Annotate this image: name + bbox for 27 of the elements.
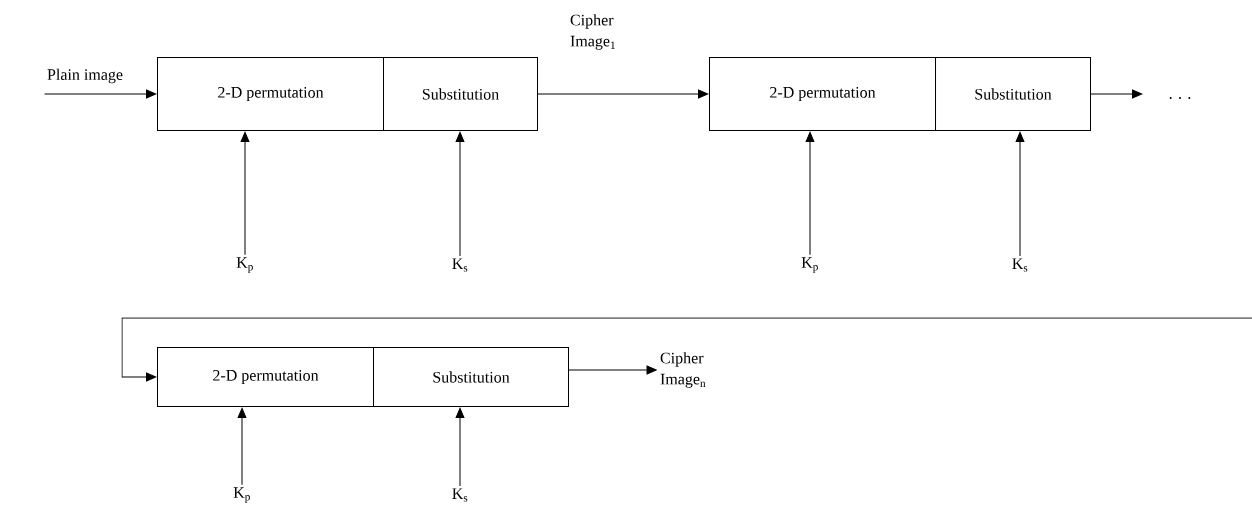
process-box: 2-D permutation	[157, 57, 384, 131]
process-box: 2-D permutation	[709, 57, 936, 131]
arrow	[44, 89, 157, 99]
process-box: Substitution	[383, 57, 538, 131]
key-label: K$_{p}$	[233, 487, 250, 503]
arrow	[568, 365, 657, 375]
process-box: Substitution	[935, 57, 1091, 131]
arrow	[1090, 89, 1143, 99]
key-label: K$_{s}$	[1012, 258, 1028, 272]
arrow	[1015, 131, 1025, 257]
arrow	[240, 131, 250, 256]
arrow	[455, 407, 465, 487]
process-box: 2-D permutation	[157, 347, 374, 407]
edge-label: Cipher Image$_{1}$	[570, 14, 615, 50]
key-label: K$_{p}$	[236, 257, 253, 273]
arrow	[237, 407, 247, 486]
arrow	[805, 131, 815, 256]
text-label: Plain image	[47, 68, 123, 84]
key-label: K$_{s}$	[452, 258, 468, 272]
arrow	[455, 131, 465, 257]
arrow	[537, 89, 709, 99]
text-label: Cipher Image$_{n}$	[660, 352, 706, 388]
key-label: K$_{s}$	[452, 488, 468, 502]
arrow	[121, 317, 1252, 382]
ellipsis: . . .	[1169, 97, 1191, 99]
key-label: K$_{p}$	[801, 257, 818, 273]
process-box: Substitution	[373, 347, 569, 407]
